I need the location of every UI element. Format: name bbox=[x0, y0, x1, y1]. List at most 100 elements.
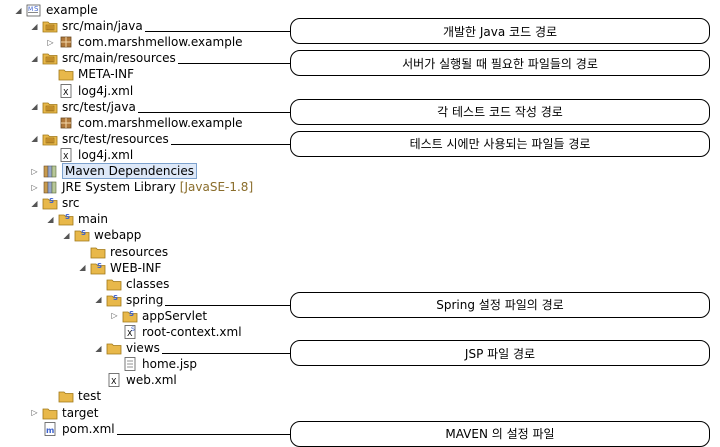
svg-text:S: S bbox=[65, 213, 70, 221]
source-folder-icon bbox=[42, 18, 58, 34]
collapsed-arrow-icon[interactable]: ▷ bbox=[47, 37, 54, 47]
expanded-arrow-icon[interactable]: ◢ bbox=[31, 134, 38, 144]
tree-item[interactable]: test bbox=[46, 388, 101, 404]
expanded-arrow-icon[interactable]: ◢ bbox=[31, 102, 38, 112]
no-arrow bbox=[46, 388, 55, 404]
folder-icon bbox=[90, 244, 106, 260]
collapsed-arrow-icon[interactable]: ▷ bbox=[111, 311, 118, 321]
folder-icon bbox=[58, 388, 74, 404]
collapsed-arrow-icon[interactable]: ▷ bbox=[31, 408, 38, 417]
callout-box: 서버가 실행될 때 필요한 파일들의 경로 bbox=[290, 50, 710, 77]
expanded-arrow-icon[interactable]: ◢ bbox=[47, 214, 54, 224]
expanded-arrow-icon[interactable]: ◢ bbox=[95, 295, 102, 305]
maven-folder-icon: S bbox=[42, 195, 58, 211]
expanded-arrow-icon[interactable]: ◢ bbox=[79, 263, 86, 273]
svg-text:S: S bbox=[97, 262, 102, 270]
tree-item[interactable]: ◢ S WEB-INF bbox=[78, 260, 161, 276]
callout-text: 서버가 실행될 때 필요한 파일들의 경로 bbox=[402, 56, 598, 71]
maven-folder-icon: S bbox=[106, 292, 122, 308]
expanded-arrow-icon[interactable]: ◢ bbox=[15, 5, 22, 15]
expanded-arrow-icon[interactable]: ◢ bbox=[31, 21, 38, 31]
svg-text:S: S bbox=[129, 310, 134, 318]
tree-item[interactable]: META-INF bbox=[46, 66, 134, 82]
source-folder-icon bbox=[42, 131, 58, 147]
tree-item[interactable]: ◢src/test/resources bbox=[30, 131, 168, 147]
library-icon bbox=[42, 163, 58, 179]
tree-item[interactable]: ▷ Maven Dependencies bbox=[30, 163, 198, 179]
tree-item[interactable]: ◢views bbox=[94, 340, 159, 356]
no-arrow bbox=[46, 83, 55, 99]
maven-folder-icon: S bbox=[122, 308, 138, 324]
tree-item-label: spring bbox=[126, 292, 164, 307]
callout-box: 각 테스트 코드 작성 경로 bbox=[290, 98, 710, 125]
xml-file-icon: X bbox=[58, 83, 74, 99]
tree-item[interactable]: classes bbox=[94, 276, 169, 292]
tree-item[interactable]: ◢ src/main/resources bbox=[30, 50, 176, 66]
tree-item-decoration: [JavaSE-1.8] bbox=[179, 180, 254, 195]
tree-item[interactable]: ▷ com.marshmellow.example bbox=[46, 34, 243, 50]
tree-item[interactable]: ▷target bbox=[30, 405, 98, 421]
folder-icon bbox=[42, 405, 58, 421]
tree-item-label: appServlet bbox=[142, 308, 208, 323]
collapsed-arrow-icon[interactable]: ▷ bbox=[31, 182, 38, 192]
tree-item[interactable]: home.jsp bbox=[110, 356, 197, 372]
callout-text: MAVEN 의 설정 파일 bbox=[445, 427, 555, 442]
tree-item[interactable]: com.marshmellow.example bbox=[46, 115, 243, 131]
library-icon bbox=[42, 179, 58, 195]
tree-item-label: resources bbox=[110, 244, 169, 259]
tree-item-label: web.xml bbox=[126, 373, 177, 388]
tree-item-label: WEB-INF bbox=[110, 260, 162, 275]
maven-pom-icon: m bbox=[42, 421, 58, 437]
tree-item-label: src/main/java bbox=[62, 19, 143, 34]
tree-item-label: com.marshmellow.example bbox=[78, 115, 243, 130]
tree-item[interactable]: ◢ src/main/java bbox=[30, 18, 143, 34]
tree-item-label: home.jsp bbox=[142, 357, 198, 372]
tree-item-label: com.marshmellow.example bbox=[78, 35, 243, 50]
tree-item-label: log4j.xml bbox=[78, 147, 134, 162]
maven-folder-icon: S bbox=[74, 227, 90, 243]
expanded-arrow-icon[interactable]: ◢ bbox=[31, 198, 38, 208]
tree-item-label: Maven Dependencies bbox=[62, 163, 198, 179]
expanded-arrow-icon[interactable]: ◢ bbox=[95, 343, 102, 353]
no-arrow bbox=[110, 324, 119, 340]
tree-item-label: classes bbox=[126, 276, 170, 291]
tree-item-label: root-context.xml bbox=[142, 325, 242, 339]
package-icon bbox=[58, 34, 74, 50]
tree-item[interactable]: ▷JRE System Library[JavaSE-1.8] bbox=[30, 179, 253, 195]
tree-item[interactable]: resources bbox=[78, 244, 168, 260]
collapsed-arrow-icon[interactable]: ▷ bbox=[31, 166, 38, 176]
expanded-arrow-icon[interactable]: ◢ bbox=[63, 230, 70, 240]
tree-item-label: src/test/java bbox=[62, 99, 136, 114]
tree-item-label: src/main/resources bbox=[62, 51, 176, 66]
no-arrow bbox=[94, 276, 103, 292]
tree-item[interactable]: ◢ src/test/java bbox=[30, 99, 136, 115]
folder-icon bbox=[58, 66, 74, 82]
tree-item-label: src bbox=[62, 196, 80, 211]
no-arrow bbox=[78, 244, 87, 260]
tree-item-label: main bbox=[78, 212, 108, 227]
jsp-file-icon bbox=[122, 356, 138, 372]
tree-item-label: webapp bbox=[94, 228, 142, 243]
no-arrow bbox=[46, 66, 55, 82]
no-arrow bbox=[46, 147, 55, 163]
callout-box: MAVEN 의 설정 파일 bbox=[290, 420, 710, 447]
svg-text:m: m bbox=[46, 426, 54, 435]
callout-box: JSP 파일 경로 bbox=[290, 340, 710, 367]
no-arrow bbox=[94, 372, 103, 388]
expanded-arrow-icon[interactable]: ◢ bbox=[31, 53, 38, 63]
svg-text:X: X bbox=[63, 152, 69, 161]
